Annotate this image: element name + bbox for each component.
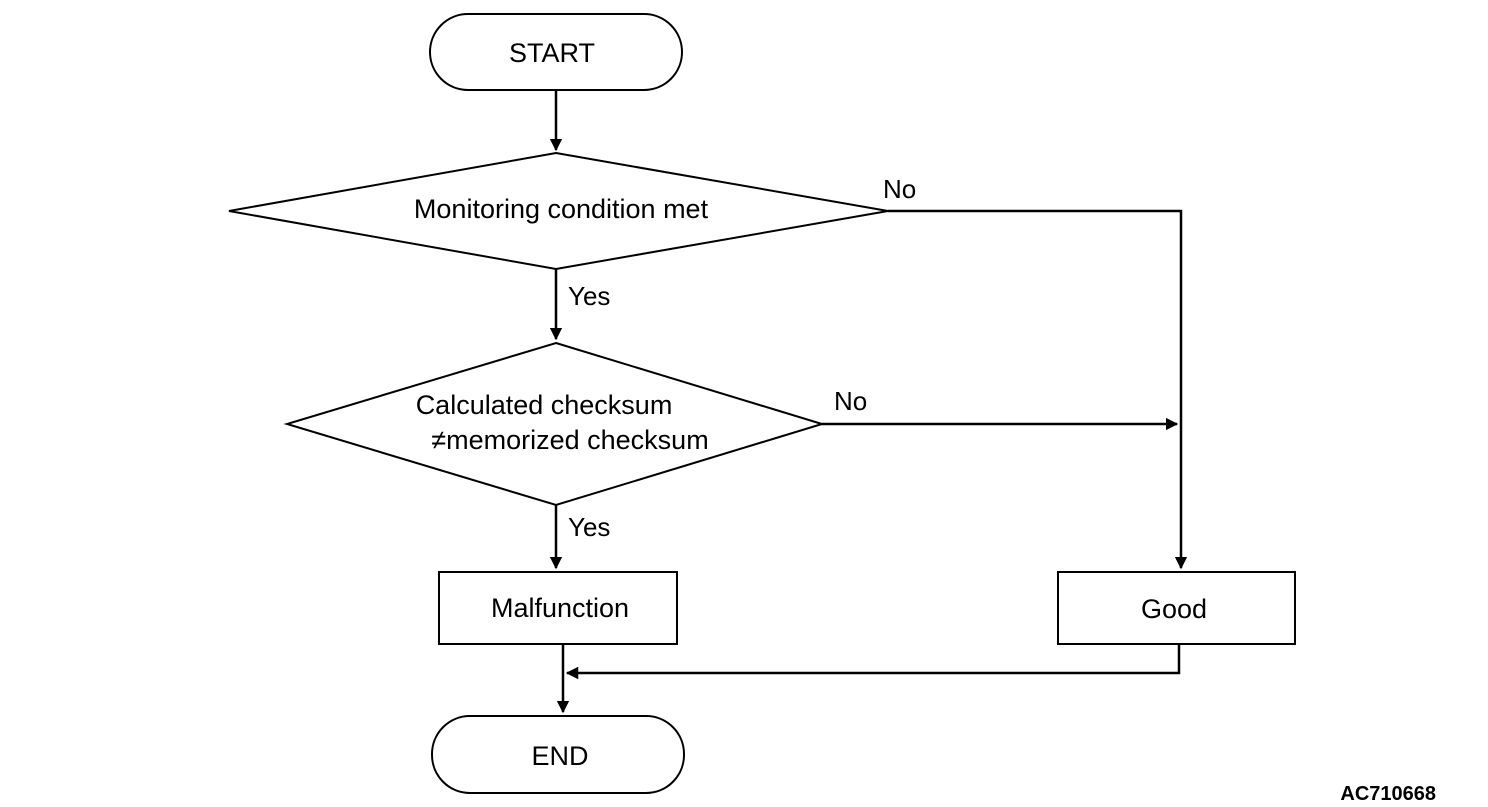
- good-label: Good: [1141, 594, 1207, 624]
- figure-code: AC710668: [1340, 783, 1436, 805]
- decision2-label-line2: ≠memorized checksum: [431, 425, 708, 455]
- decision2-label-line1: Calculated checksum: [416, 390, 673, 420]
- end-label: END: [531, 741, 588, 771]
- decision1-no-label: No: [883, 174, 916, 204]
- decision2-no-label: No: [834, 386, 867, 416]
- decision-checksum: [283, 341, 826, 507]
- decision2-yes-label: Yes: [568, 512, 610, 542]
- end-terminator: [431, 715, 685, 794]
- malfunction-label: Malfunction: [491, 593, 629, 623]
- start-label: START: [509, 38, 595, 68]
- malfunction-box: [438, 571, 678, 645]
- decision1-yes-label: Yes: [568, 281, 610, 311]
- arrow-good-to-join: [565, 644, 1181, 680]
- good-box: [1057, 571, 1296, 645]
- decision1-label: Monitoring condition met: [414, 194, 709, 224]
- arrow-decision1-no: [888, 209, 1188, 570]
